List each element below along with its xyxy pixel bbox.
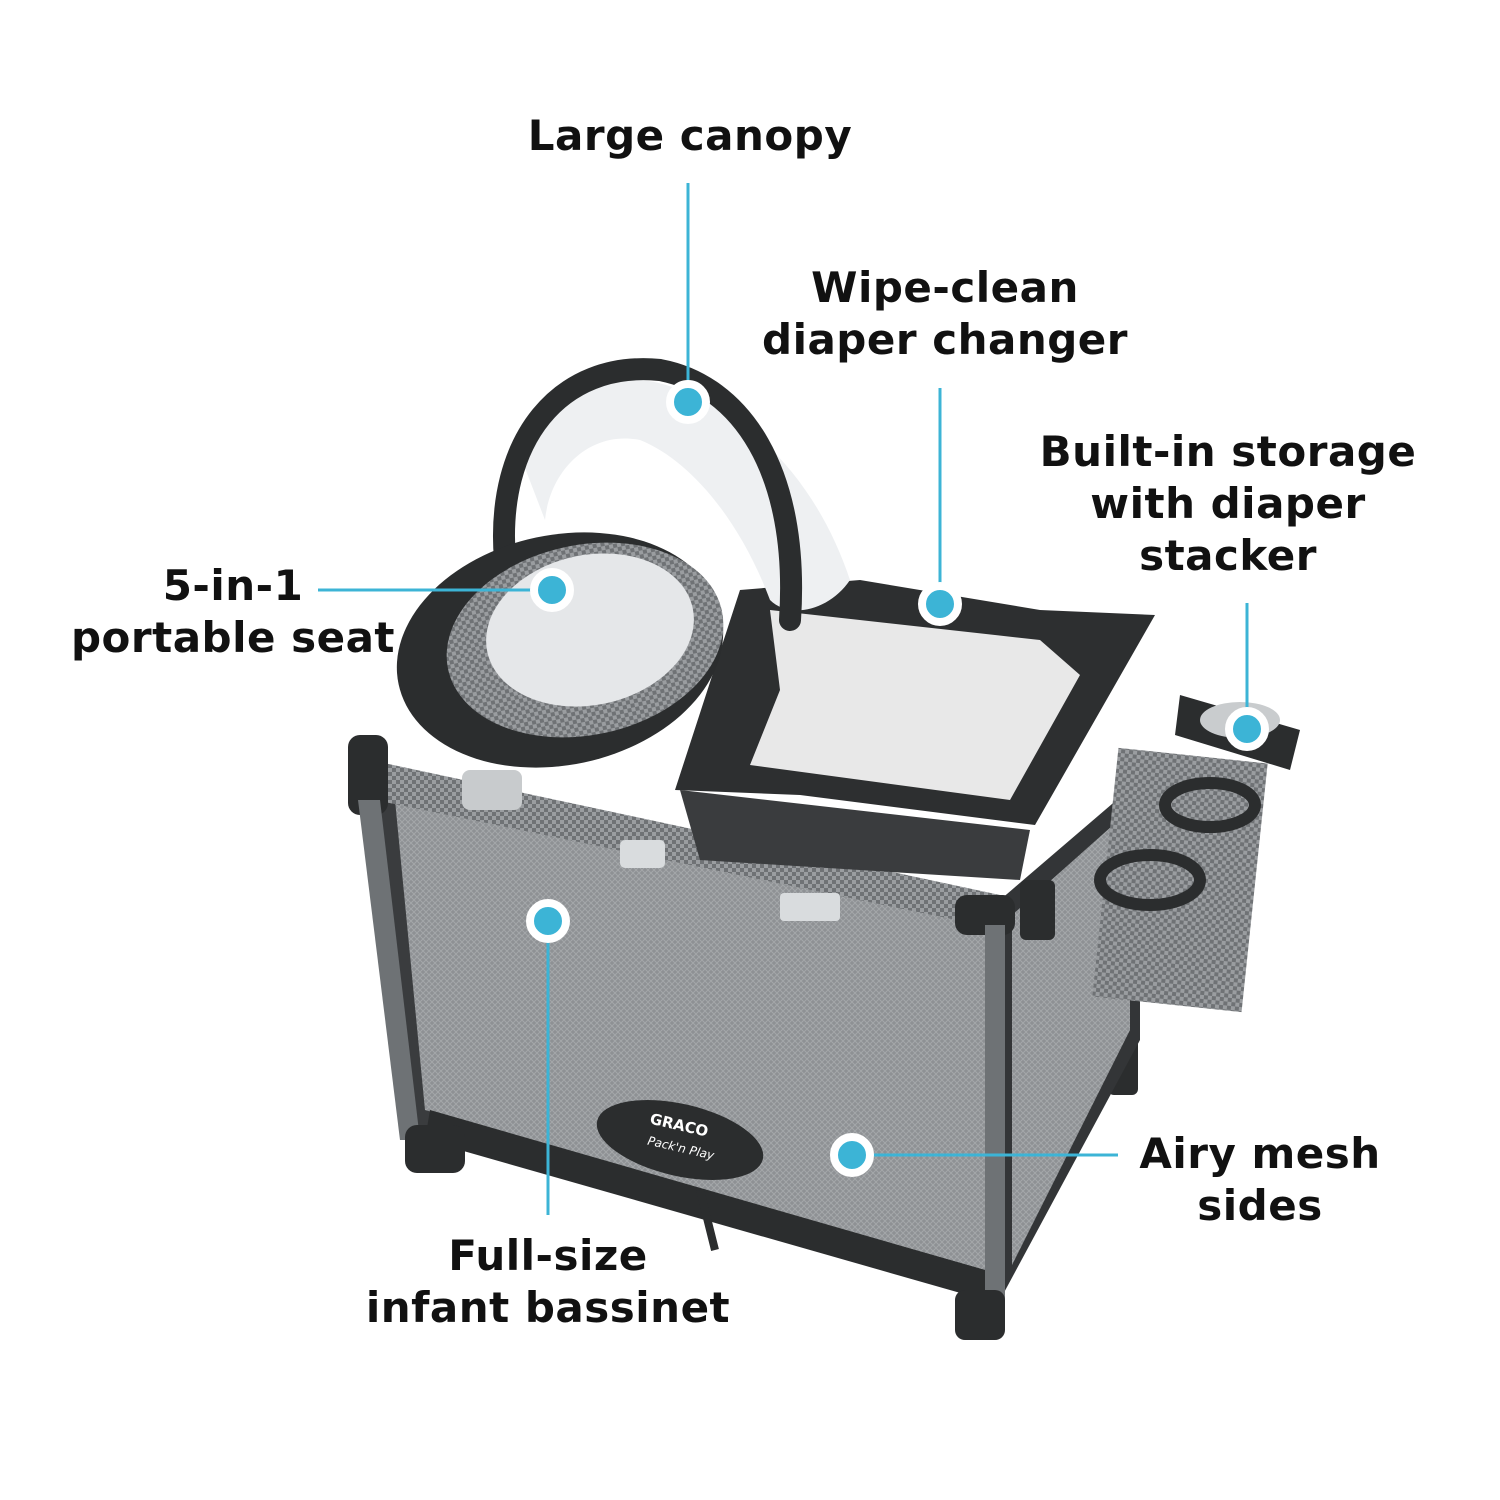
seat-label: 5-in-1 portable seat bbox=[71, 560, 395, 664]
canopy-arch bbox=[493, 358, 803, 631]
canopy-label-line-1: Large canopy bbox=[527, 111, 853, 160]
seat-label-line-1: 5-in-1 bbox=[162, 561, 304, 610]
organizer-pouch bbox=[1092, 747, 1268, 1013]
callout-markers bbox=[318, 183, 1269, 1215]
storage-cup-2 bbox=[1094, 849, 1206, 911]
changer-label-line-1: Wipe-clean bbox=[811, 263, 1079, 312]
diaper-changer bbox=[675, 580, 1155, 921]
canopy-dot bbox=[666, 380, 710, 424]
top-fabric-band bbox=[370, 760, 1005, 930]
changer-label: Wipe-clean diaper changer bbox=[762, 262, 1128, 366]
changer-label-line-2: diaper changer bbox=[762, 315, 1128, 364]
seat-label-line-2: portable seat bbox=[70, 613, 396, 662]
bassinet-label-line-2: infant bassinet bbox=[365, 1283, 731, 1332]
center-support bbox=[696, 1189, 719, 1251]
mesh-label-line-1: Airy mesh bbox=[1139, 1129, 1381, 1178]
storage-label-line-3: stacker bbox=[1139, 531, 1317, 580]
seat-dock-button bbox=[620, 840, 665, 868]
seat-dot bbox=[530, 568, 574, 612]
bassinet-dot bbox=[526, 899, 570, 943]
bassinet-label: Full-size infant bassinet bbox=[366, 1230, 730, 1334]
mesh-label-line-2: sides bbox=[1197, 1181, 1323, 1230]
storage-label: Built-in storage with diaper stacker bbox=[1040, 426, 1417, 582]
logo-plate bbox=[596, 1100, 764, 1180]
bassinet-label-line-1: Full-size bbox=[448, 1231, 648, 1280]
storage-cup-1 bbox=[1159, 777, 1261, 833]
changer-pad bbox=[750, 610, 1080, 800]
changer-underside bbox=[680, 790, 1030, 880]
wheel-left bbox=[405, 1125, 465, 1173]
canopy-fabric bbox=[520, 378, 850, 611]
canopy-label: Large canopy bbox=[528, 110, 852, 162]
mesh-label: Airy mesh sides bbox=[1139, 1128, 1380, 1232]
seat-control-panel bbox=[462, 770, 522, 810]
storage-dot bbox=[1225, 707, 1269, 751]
corner-post-left bbox=[348, 735, 388, 815]
leg-front bbox=[985, 925, 1005, 1300]
leg-left bbox=[358, 800, 420, 1140]
storage-label-line-1: Built-in storage bbox=[1039, 427, 1417, 476]
changer-release-button bbox=[780, 893, 840, 921]
changer-dot bbox=[918, 582, 962, 626]
organizer-clip bbox=[1020, 880, 1055, 940]
mesh-dot bbox=[830, 1133, 874, 1177]
storage-label-line-2: with diaper bbox=[1090, 479, 1366, 528]
foot-front bbox=[955, 1290, 1005, 1340]
